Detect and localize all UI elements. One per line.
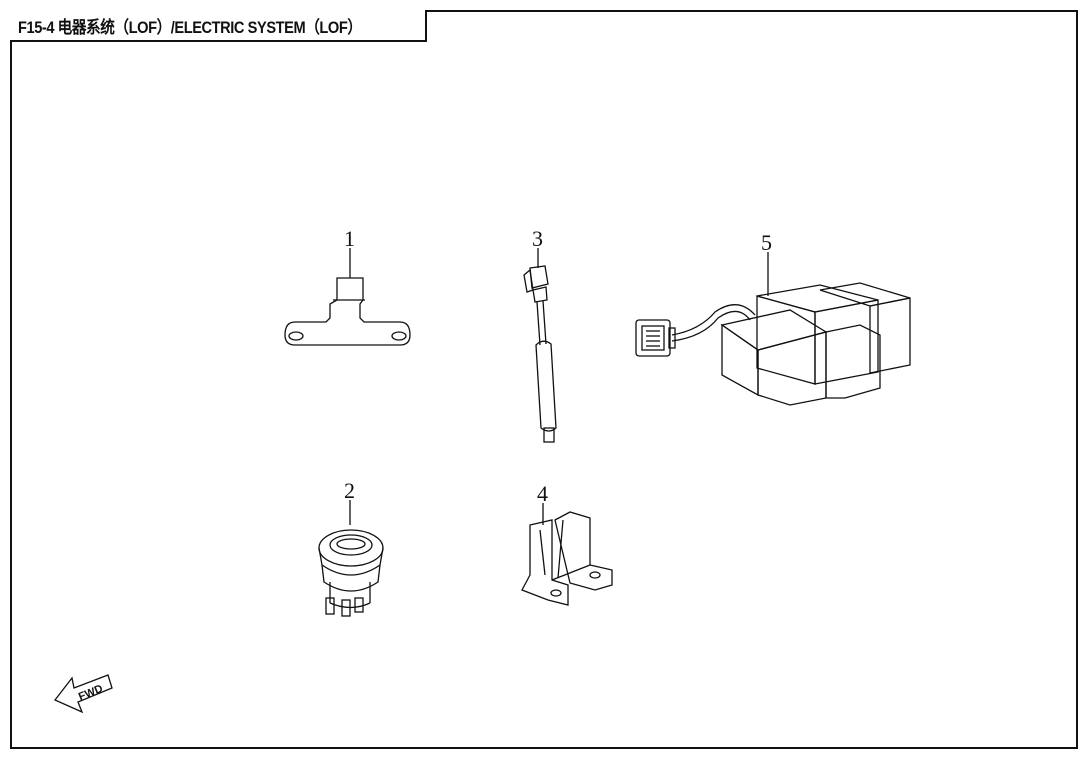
page-title: F15-4 电器系统（LOF）/ELECTRIC SYSTEM（LOF） xyxy=(18,17,362,37)
part-3-sensor-probe-icon[interactable] xyxy=(523,248,557,443)
callout-2: 2 xyxy=(344,478,355,503)
callout-5: 5 xyxy=(761,230,772,255)
title-box: F15-4 电器系统（LOF）/ELECTRIC SYSTEM（LOF） xyxy=(10,10,428,42)
part-1-bracket-plate-icon[interactable] xyxy=(284,248,411,346)
fwd-arrow-icon xyxy=(53,674,113,714)
part-2-rocker-switch-icon[interactable] xyxy=(318,500,384,617)
callout-1: 1 xyxy=(344,226,355,251)
part-5-relay-module-icon[interactable] xyxy=(635,252,911,406)
part-4-mounting-bracket-icon[interactable] xyxy=(521,503,613,606)
callout-4: 4 xyxy=(537,481,548,506)
callout-3: 3 xyxy=(532,226,543,251)
drawing-frame xyxy=(10,10,1078,749)
